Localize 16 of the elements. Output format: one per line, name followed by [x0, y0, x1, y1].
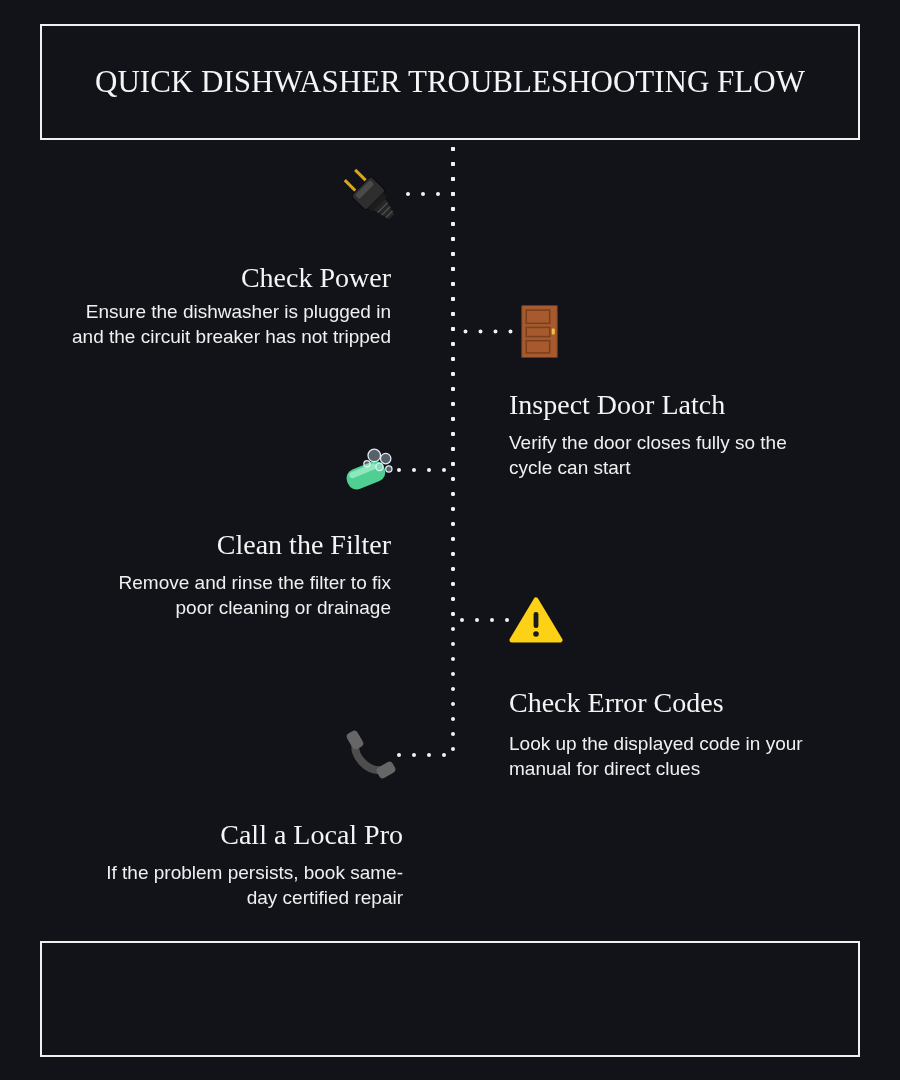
warning-icon [509, 596, 563, 644]
step-heading: Check Error Codes [509, 686, 724, 720]
step-heading: Call a Local Pro [220, 818, 403, 852]
step-heading: Inspect Door Latch [509, 388, 726, 422]
title-heading: QUICK DISHWASHER TROUBLESHOOTING FLOW [95, 63, 805, 101]
step-description: Verify the door closes fully so the cycle can start [509, 431, 788, 480]
step-description: If the problem persists, book same-day certified repair [105, 861, 403, 910]
step-description: Remove and rinse the filter to fix poor cleaning or drainage [117, 571, 391, 620]
step-heading: Clean the Filter [216, 528, 391, 562]
empty-frame [40, 941, 860, 1057]
door-icon [521, 305, 558, 358]
step-description: Ensure the dishwasher is plugged in and the circuit breaker has not tripped [71, 300, 391, 349]
title-frame [40, 24, 860, 140]
plug-icon [343, 168, 395, 220]
step-heading: Check Power [240, 261, 391, 295]
step-description: Look up the displayed code in your manual for direct clues [509, 732, 804, 781]
